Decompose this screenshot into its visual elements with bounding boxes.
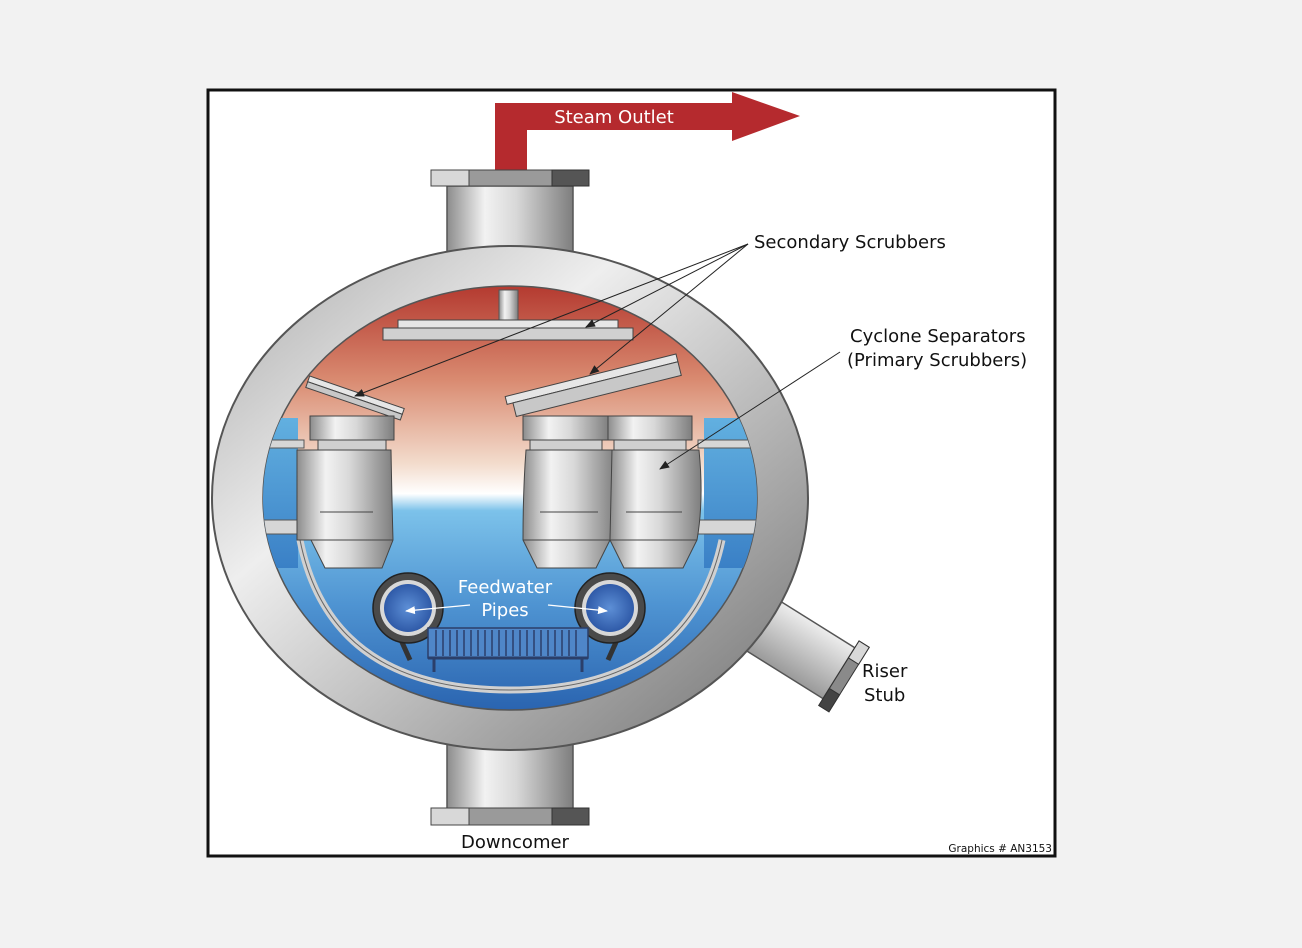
secondary-leader-top [585,243,749,328]
right-secondary-scrubber [504,353,682,418]
feedwater-arrow-left [405,604,471,615]
cyclone-separator-middle [522,415,617,569]
cyclone-leader [659,351,841,470]
cyclone-separator-right [607,415,702,569]
right-baffle-bottom [697,519,757,535]
top-nozzle [430,169,590,255]
steam-outlet-label: Steam Outlet [554,107,674,128]
cyclone-label-line1: Cyclone Separators [850,326,1026,347]
feedwater-header-grate [427,627,589,672]
secondary-leader-right [589,243,749,375]
cyclone-label-line2: (Primary Scrubbers) [847,350,1027,371]
graphic-id-label: Graphics # AN3153 [948,843,1052,855]
feedwater-arrow-right [547,604,608,615]
downcomer-label: Downcomer [461,832,570,853]
steam-outlet-arrow-icon [495,92,800,170]
secondary-scrubbers-label: Secondary Scrubbers [754,232,946,253]
riser-label-line1: Riser [862,661,908,682]
cyclone-separator-left [296,415,395,569]
top-secondary-scrubber [382,289,634,341]
downcomer-nozzle [430,741,590,826]
left-baffle-top [263,439,305,449]
riser-label-line2: Stub [864,685,905,706]
secondary-leader-left [354,243,749,397]
feedwater-label-line2: Pipes [481,600,528,621]
feedwater-label-line1: Feedwater [458,577,553,598]
